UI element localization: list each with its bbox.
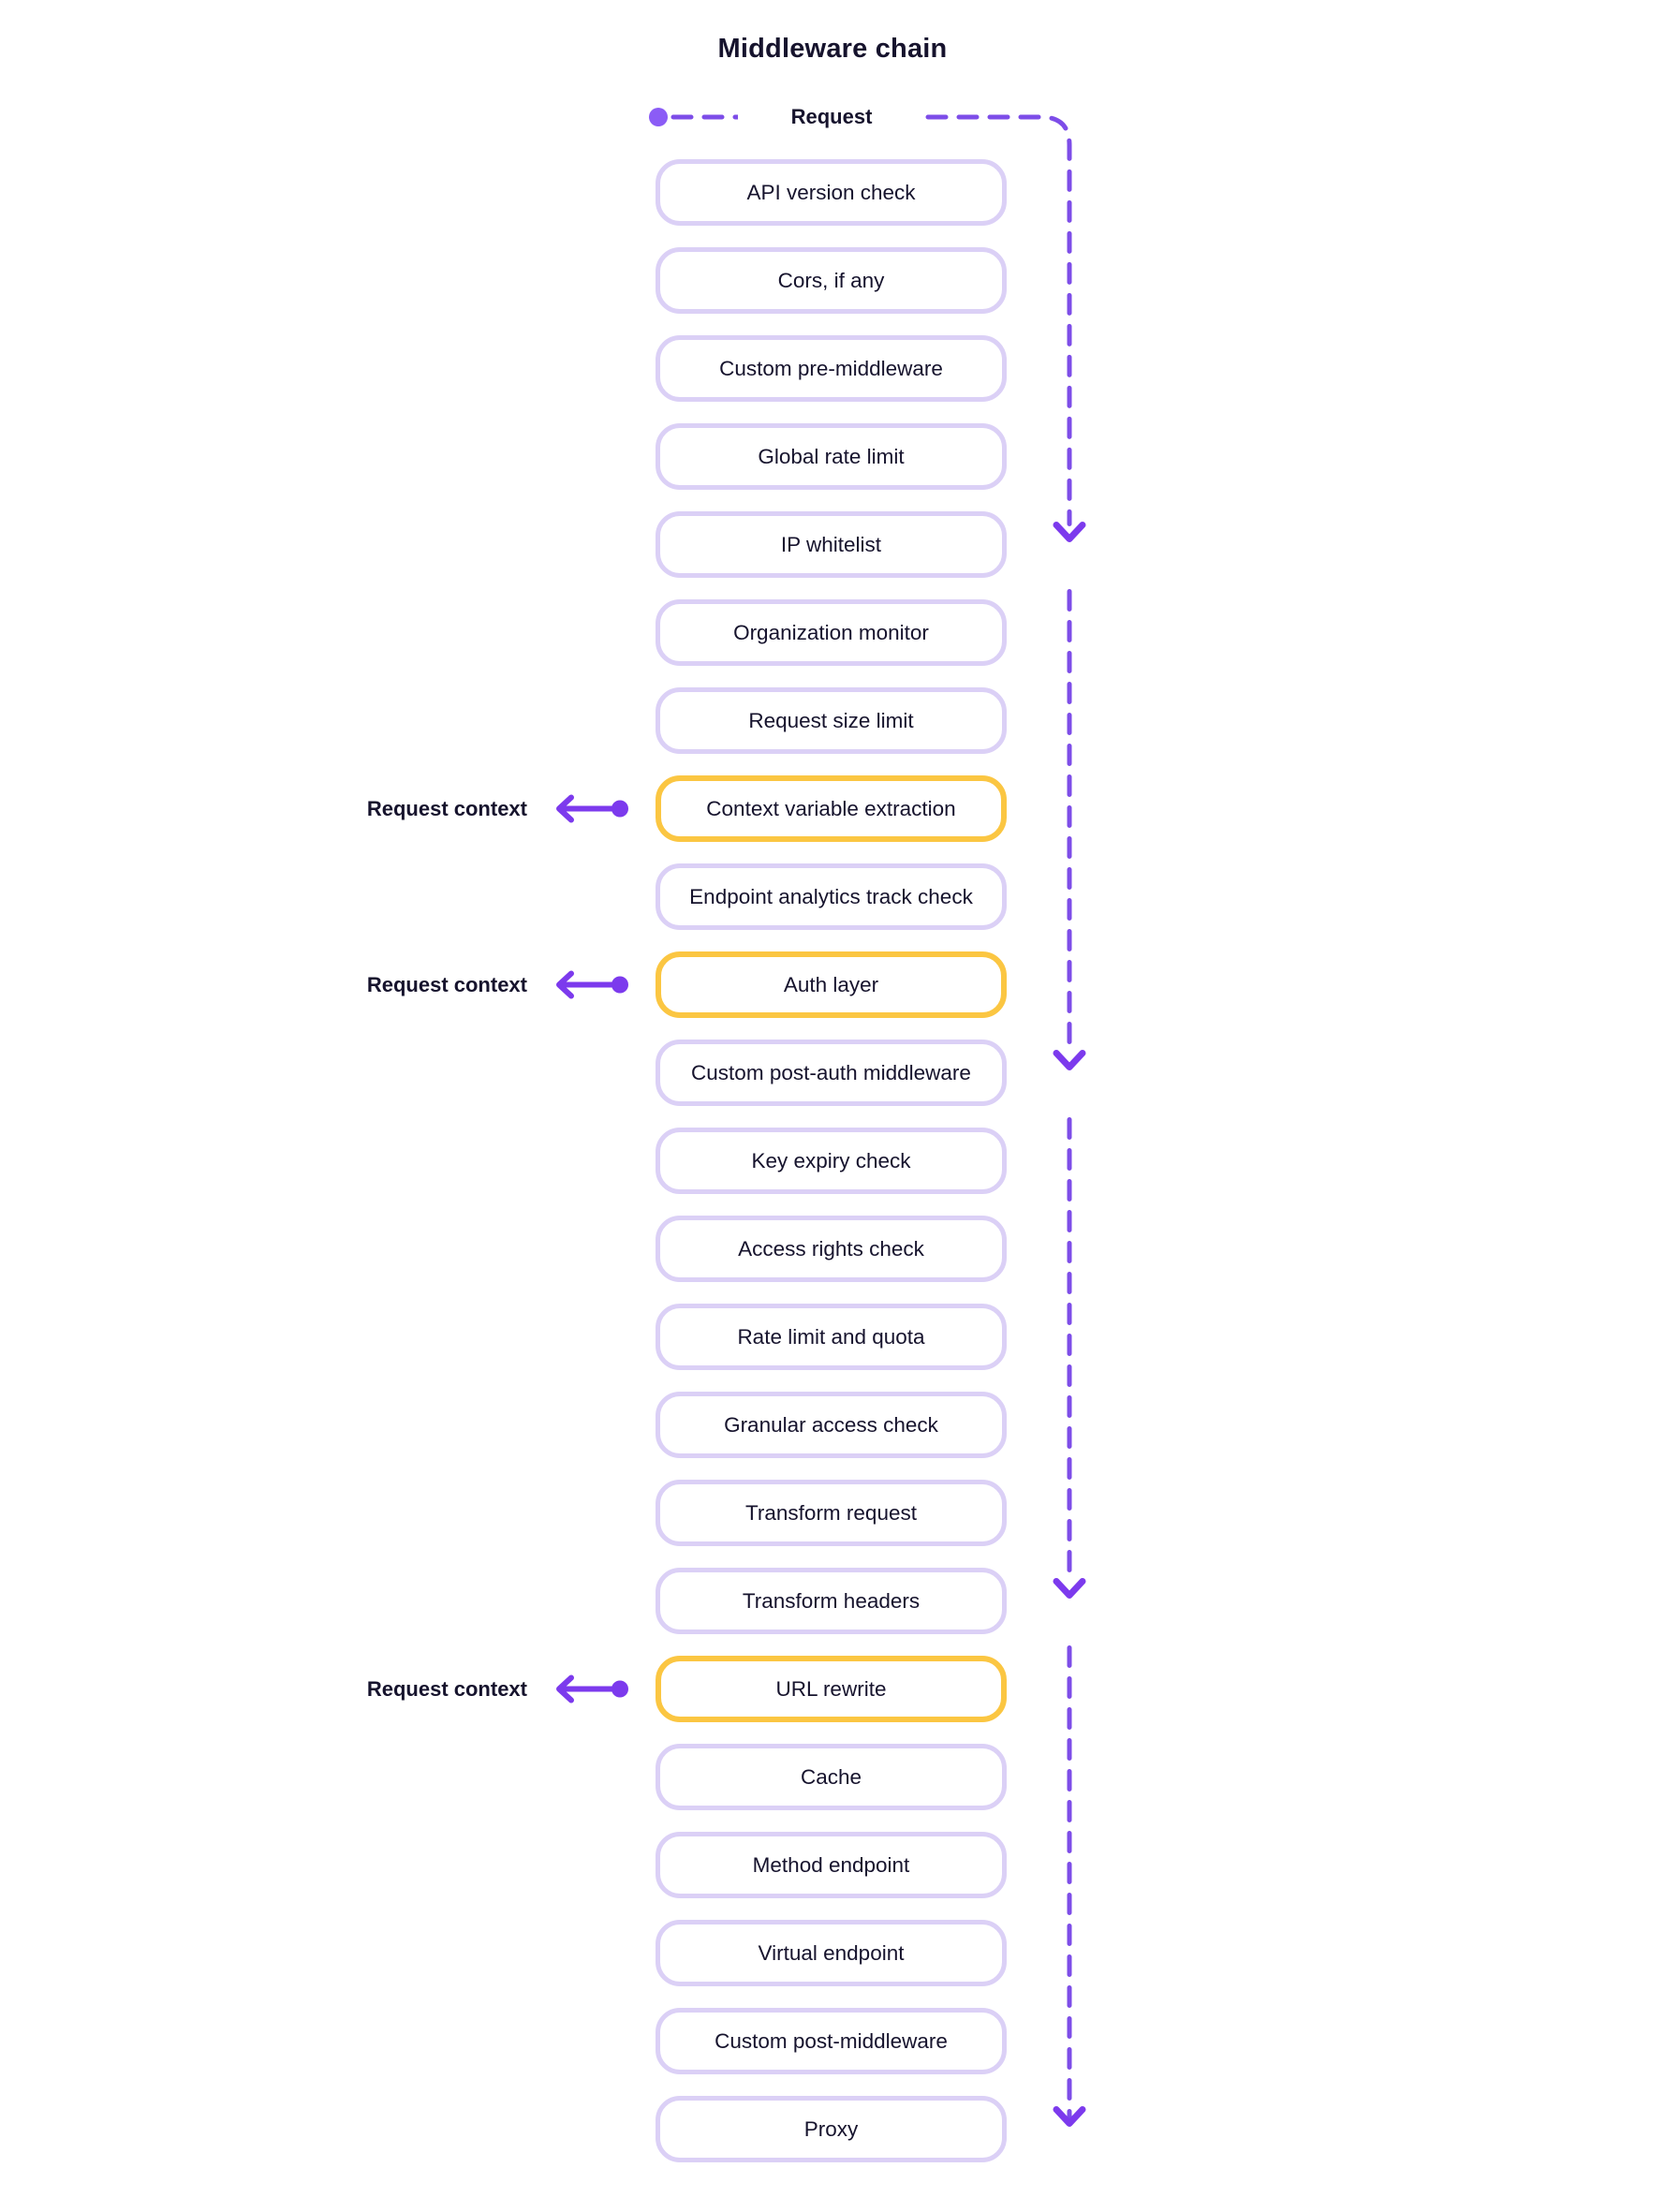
arrow-left-icon: [556, 794, 574, 823]
context-arrow-dot-icon: [611, 1680, 628, 1698]
middleware-box-global-rate-limit: Global rate limit: [656, 423, 1007, 490]
middleware-box-cors-if-any: Cors, if any: [656, 247, 1007, 314]
middleware-box-label: Proxy: [803, 2116, 859, 2141]
arrow-down-icon: [1053, 522, 1086, 542]
middleware-box-rate-limit-and-quota: Rate limit and quota: [656, 1304, 1007, 1370]
middleware-box-label: API version check: [746, 180, 916, 204]
request-context-label: Request context: [366, 972, 527, 996]
middleware-box-label: Cors, if any: [777, 268, 885, 292]
middleware-box-label: IP whitelist: [780, 532, 882, 556]
middleware-box-label: Granular access check: [724, 1412, 938, 1437]
middleware-box-label: Custom post-middleware: [715, 2028, 948, 2053]
flow-rail-dashed-line: [894, 114, 1072, 526]
request-context-label: Request context: [366, 796, 527, 820]
request-label: Request: [738, 101, 925, 133]
page-title: Middleware chain: [717, 34, 948, 64]
middleware-box-proxy: Proxy: [656, 2096, 1007, 2162]
middleware-box-auth-layer: Auth layer: [656, 951, 1007, 1018]
middleware-box-organization-monitor: Organization monitor: [656, 599, 1007, 666]
middleware-box-access-rights-check: Access rights check: [656, 1216, 1007, 1282]
arrow-down-icon: [1053, 2106, 1086, 2127]
middleware-box-label: Global rate limit: [758, 444, 905, 468]
context-arrow-dot-icon: [611, 800, 628, 818]
arrow-left-icon: [556, 970, 574, 999]
middleware-box-label: Transform request: [745, 1500, 917, 1525]
context-arrow-dot-icon: [611, 976, 628, 994]
middleware-box-key-expiry-check: Key expiry check: [656, 1128, 1007, 1194]
middleware-box-label: Context variable extraction: [706, 796, 956, 820]
arrow-left-icon: [556, 1674, 574, 1703]
middleware-box-label: Rate limit and quota: [737, 1324, 925, 1349]
middleware-box-custom-pre-middleware: Custom pre-middleware: [656, 335, 1007, 402]
middleware-box-endpoint-analytics-track-check: Endpoint analytics track check: [656, 863, 1007, 930]
middleware-box-custom-post-auth-middleware: Custom post-auth middleware: [656, 1040, 1007, 1106]
middleware-box-label: Method endpoint: [752, 1852, 910, 1877]
middleware-box-ip-whitelist: IP whitelist: [656, 511, 1007, 578]
middleware-box-context-variable-extraction: Context variable extraction: [656, 775, 1007, 842]
middleware-box-api-version-check: API version check: [656, 159, 1007, 226]
middleware-box-label: Access rights check: [738, 1236, 924, 1261]
middleware-box-label: Virtual endpoint: [758, 1940, 905, 1965]
middleware-box-virtual-endpoint: Virtual endpoint: [656, 1920, 1007, 1986]
middleware-box-label: URL rewrite: [775, 1676, 887, 1701]
middleware-box-label: Custom pre-middleware: [719, 356, 943, 380]
arrow-down-icon: [1053, 1050, 1086, 1070]
middleware-box-label: Transform headers: [742, 1588, 921, 1613]
middleware-box-label: Cache: [800, 1764, 862, 1789]
request-start-dot-icon: [649, 108, 668, 126]
middleware-box-label: Endpoint analytics track check: [689, 884, 973, 908]
arrow-down-icon: [1053, 1578, 1086, 1599]
middleware-box-method-endpoint: Method endpoint: [656, 1832, 1007, 1898]
middleware-box-url-rewrite: URL rewrite: [656, 1656, 1007, 1722]
request-context-label: Request context: [366, 1676, 527, 1701]
middleware-box-label: Request size limit: [748, 708, 914, 732]
middleware-box-cache: Cache: [656, 1744, 1007, 1810]
middleware-box-label: Organization monitor: [733, 620, 929, 644]
middleware-box-request-size-limit: Request size limit: [656, 687, 1007, 754]
middleware-box-custom-post-middleware: Custom post-middleware: [656, 2008, 1007, 2074]
middleware-box-label: Auth layer: [783, 972, 879, 996]
middleware-box-granular-access-check: Granular access check: [656, 1392, 1007, 1458]
middleware-box-transform-headers: Transform headers: [656, 1568, 1007, 1634]
middleware-box-label: Key expiry check: [751, 1148, 911, 1172]
middleware-box-transform-request: Transform request: [656, 1480, 1007, 1546]
middleware-box-label: Custom post-auth middleware: [691, 1060, 971, 1084]
